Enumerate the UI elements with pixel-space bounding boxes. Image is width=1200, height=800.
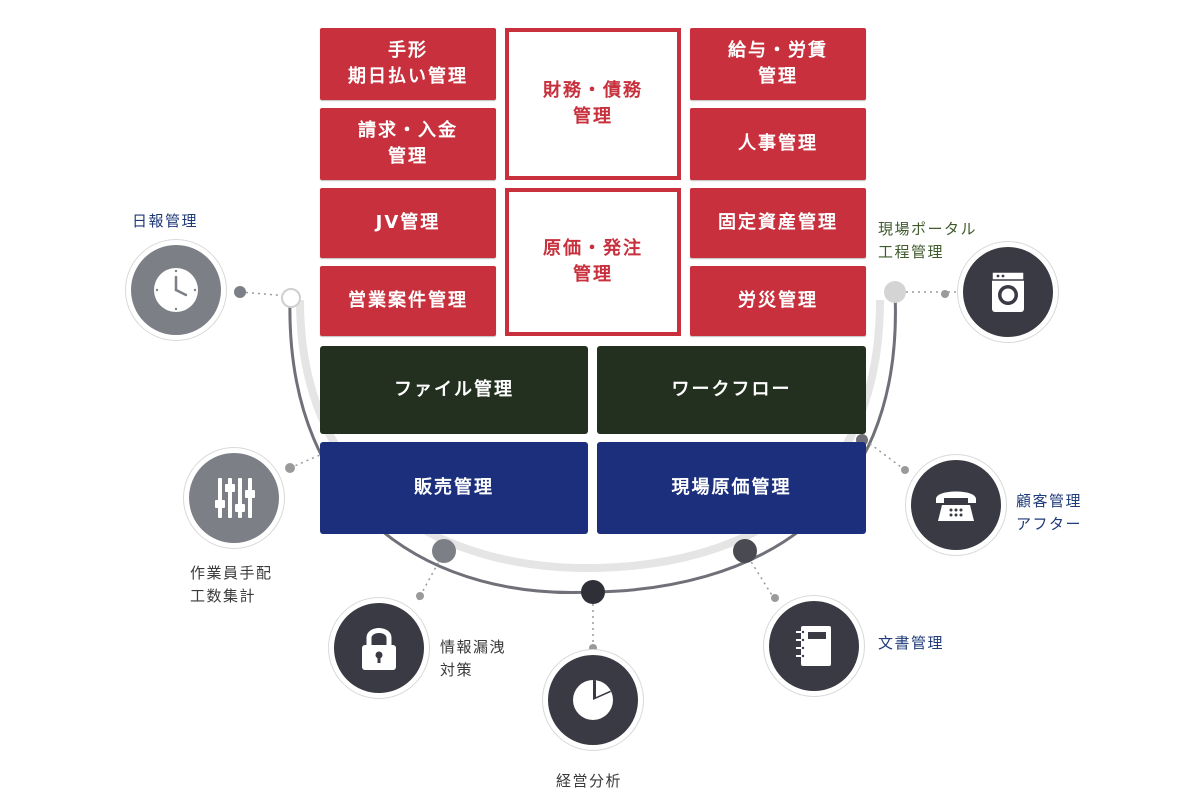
dot-document <box>771 594 779 602</box>
bill-due-payment-box: 手形 期日払い管理 <box>320 28 496 100</box>
business-analysis-node <box>543 650 643 750</box>
telephone-icon <box>936 491 976 521</box>
dot-site-portal-hub <box>884 281 906 303</box>
jv-management-box: JV管理 <box>320 188 496 258</box>
dot-info-leak <box>416 592 424 600</box>
business-analysis-label: 経営分析 <box>556 772 623 790</box>
notebook-icon <box>796 626 831 666</box>
document-label: 文書管理 <box>878 634 945 652</box>
dot-info-leak-hub <box>432 539 456 563</box>
hr-management-box: 人事管理 <box>690 108 866 180</box>
cost-order-box: 原価・発注 管理 <box>505 188 681 336</box>
daily-report-label: 日報管理 <box>132 212 199 230</box>
pie-chart-icon <box>573 680 613 720</box>
lock-icon <box>362 628 396 670</box>
dot-site-portal <box>941 290 949 298</box>
sliders-icon <box>215 478 255 518</box>
worker-dispatch-node <box>184 448 284 548</box>
dot-daily-report <box>234 286 246 298</box>
document-node <box>764 596 864 696</box>
payroll-wage-box: 給与・労賃 管理 <box>690 28 866 100</box>
info-leak-node <box>329 598 429 698</box>
site-portal-node <box>958 242 1058 342</box>
dot-customer <box>901 466 909 474</box>
industrial-accident-box: 労災管理 <box>690 266 866 336</box>
dot-worker-dispatch <box>285 463 295 473</box>
daily-report-node <box>126 240 226 340</box>
fixed-asset-box: 固定資産管理 <box>690 188 866 258</box>
customer-aftercare-label: 顧客管理 アフター <box>1016 492 1083 534</box>
connector-daily-report <box>239 291 289 297</box>
finance-debt-box: 財務・債務 管理 <box>505 28 681 180</box>
dot-document-hub <box>733 539 757 563</box>
site-cost-management-box: 現場原価管理 <box>597 442 866 534</box>
clock-icon <box>154 268 198 312</box>
site-portal-label: 現場ポータル 工程管理 <box>878 220 978 262</box>
workflow-box: ワークフロー <box>597 346 866 434</box>
sales-case-box: 営業案件管理 <box>320 266 496 336</box>
washing-machine-icon <box>991 271 1025 312</box>
sales-management-box: 販売管理 <box>320 442 588 534</box>
dot-daily-report-hub <box>281 288 301 308</box>
invoice-receipt-box: 請求・入金 管理 <box>320 108 496 180</box>
customer-aftercare-node <box>906 455 1006 555</box>
dot-analysis-hub <box>581 580 605 604</box>
connector-customer-aftercare <box>864 439 906 471</box>
worker-dispatch-label: 作業員手配 工数集計 <box>190 564 273 606</box>
file-management-box: ファイル管理 <box>320 346 588 434</box>
info-leak-label: 情報漏洩 対策 <box>440 638 507 680</box>
